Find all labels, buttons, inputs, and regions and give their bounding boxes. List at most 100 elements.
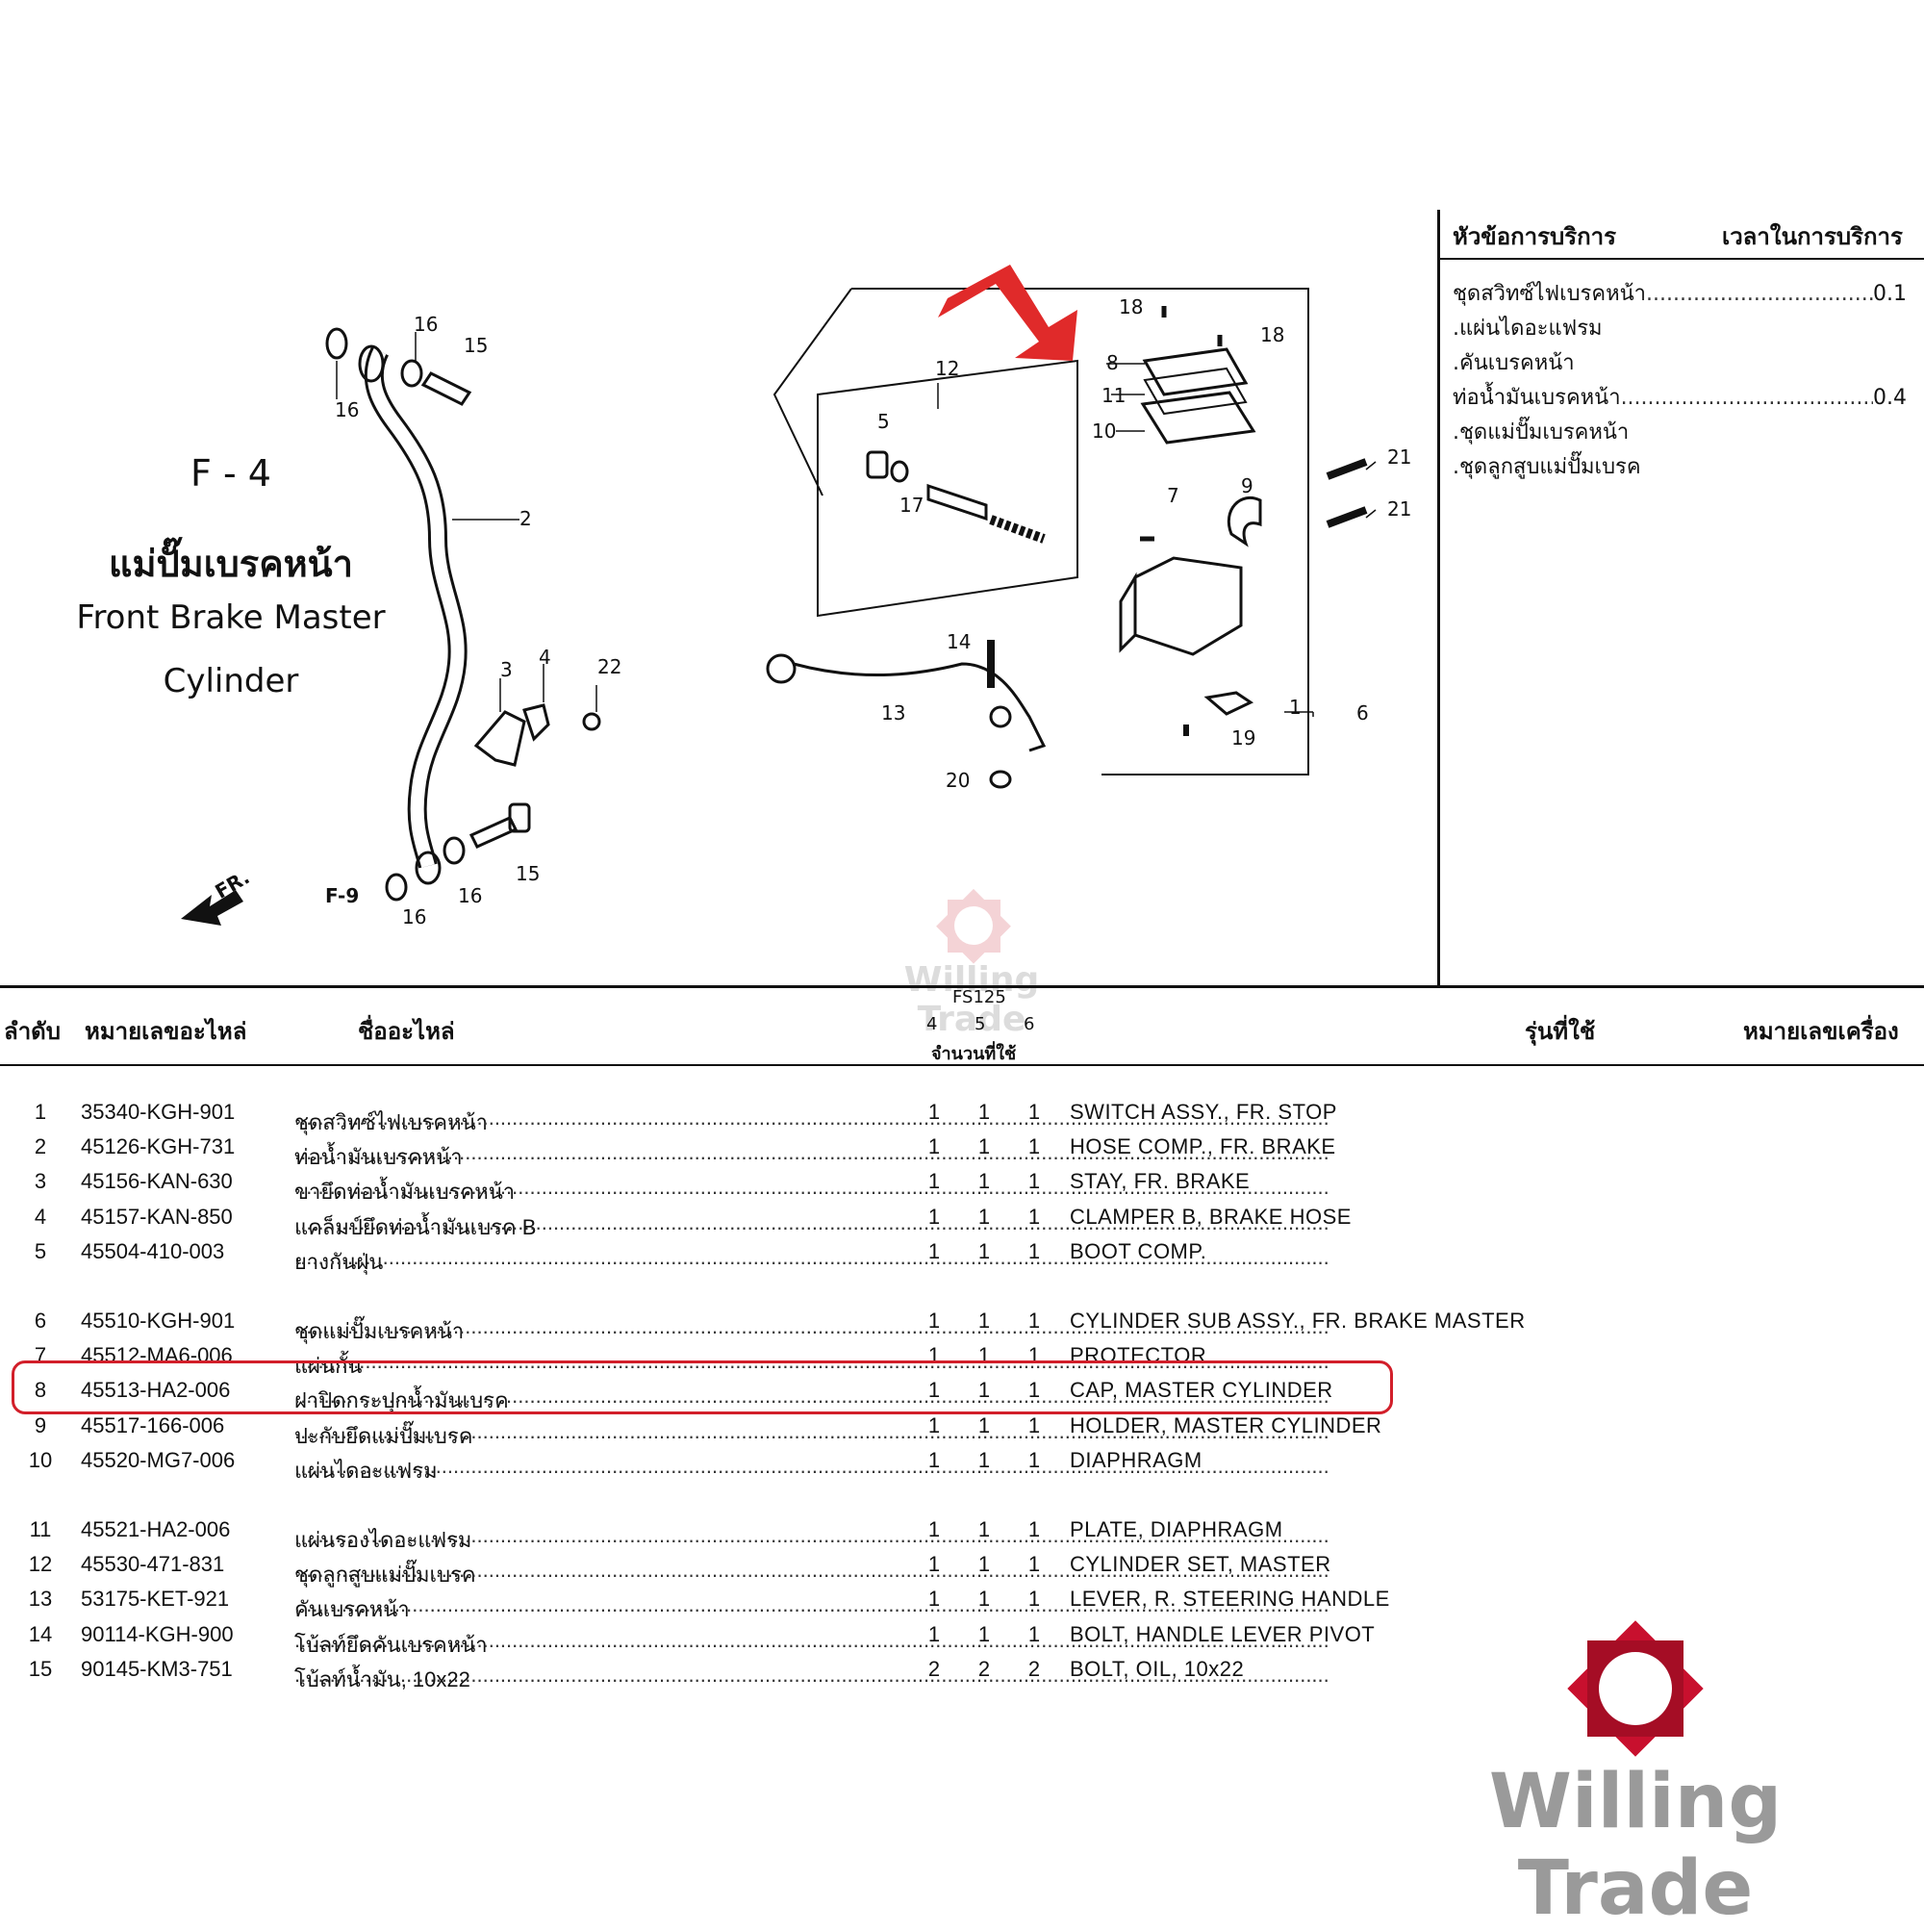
service-item: .ชุดแม่ปั๊มเบรคหน้า [1453, 416, 1907, 450]
service-item-label: .แผ่นไดอะแฟรม [1453, 317, 1603, 341]
row-number: 2 [34, 1134, 47, 1159]
leader-dots [294, 1523, 1329, 1548]
leader-dots [294, 1628, 1329, 1653]
part-number: 45512-MA6-006 [81, 1343, 233, 1368]
service-topic-header: หัวข้อการบริการ [1453, 223, 1617, 250]
callout-2: 2 [519, 507, 532, 530]
col-header-model: FS125 [952, 987, 1006, 1007]
service-item-label: ชุดสวิทซ์ไฟเบรคหน้า [1453, 282, 1646, 306]
service-item: ชุดสวิทซ์ไฟเบรคหน้า 0.1 [1453, 277, 1907, 312]
callout-9: 9 [1241, 474, 1253, 497]
table-header-rule [0, 1064, 1924, 1066]
callout-17: 17 [899, 494, 924, 517]
service-item-label: .คันเบรคหน้า [1453, 351, 1575, 375]
table-top-rule [0, 985, 1924, 988]
row-number: 4 [34, 1204, 47, 1229]
row-number: 13 [28, 1587, 53, 1612]
part-number: 90114-KGH-900 [81, 1621, 234, 1646]
row-number: 9 [34, 1412, 47, 1437]
front-direction-arrow-icon [181, 890, 243, 926]
callout-10: 10 [1092, 419, 1116, 443]
highlighted-row-outline [12, 1360, 1393, 1414]
part-number: 35340-KGH-901 [81, 1100, 236, 1124]
callout-12: 12 [935, 357, 959, 380]
service-item: .ชุดลูกสูบแม่ปั๊มเบรค [1453, 450, 1907, 485]
service-item: .คันเบรคหน้า [1453, 346, 1907, 381]
leader-dots [294, 1210, 1329, 1235]
part-number: 53175-KET-921 [81, 1587, 230, 1612]
service-item: ท่อน้ำมันเบรคหน้า 0.4 [1453, 381, 1907, 416]
logo-text: Willing Trade [1488, 1759, 1783, 1932]
col-header-engine-no: หมายเลขเครื่อง [1743, 1018, 1899, 1045]
row-number: 15 [28, 1656, 53, 1681]
callout-15: 15 [464, 334, 488, 357]
callout-11: 11 [1101, 384, 1126, 407]
leader-dots [294, 1419, 1329, 1444]
row-number: 6 [34, 1309, 47, 1333]
title-english-line1: Front Brake Master [76, 598, 386, 637]
part-number: 45521-HA2-006 [81, 1517, 231, 1541]
col-header-qty: จำนวนที่ใช้ [931, 1044, 1017, 1064]
col-header-used-in: รุ่นที่ใช้ [1525, 1018, 1596, 1045]
leader-dots [294, 1314, 1329, 1339]
callout-18: 18 [1119, 295, 1143, 318]
svg-text:FR.: FR. [211, 865, 253, 902]
leader-dots [1646, 277, 1873, 312]
diagram-code: F - 4 [190, 452, 271, 495]
leader-dots [294, 1663, 1329, 1688]
leader-dots [294, 1454, 1329, 1479]
part-number: 45504-410-003 [81, 1238, 225, 1263]
row-number: 3 [34, 1169, 47, 1194]
callout-16: 16 [402, 905, 426, 928]
part-number: 45510-KGH-901 [81, 1309, 236, 1333]
service-item-label: .ชุดแม่ปั๊มเบรคหน้า [1453, 420, 1630, 445]
row-number: 5 [34, 1238, 47, 1263]
leader-dots [294, 1140, 1329, 1165]
col-header-part-name: ชื่ออะไหล่ [358, 1018, 455, 1045]
leader-dots [294, 1558, 1329, 1583]
service-panel [1437, 210, 1924, 985]
callout-16: 16 [458, 884, 482, 907]
callout-6: 6 [1356, 701, 1369, 724]
callout-16: 16 [414, 313, 438, 336]
service-item-time: 0.1 [1873, 282, 1907, 306]
row-number: 14 [28, 1621, 53, 1646]
callout-7: 7 [1167, 484, 1179, 507]
col-header-no: ลำดับ [4, 1018, 62, 1045]
part-number: 45157-KAN-850 [81, 1204, 233, 1229]
title-english-line2: Cylinder [163, 662, 299, 700]
service-header-divider [1437, 258, 1924, 260]
callout-3: 3 [500, 658, 513, 681]
part-number: 45513-HA2-006 [81, 1378, 231, 1403]
callout-16: 16 [335, 398, 359, 421]
part-number: 45530-471-831 [81, 1552, 225, 1577]
callout-1: 1 [1289, 696, 1302, 719]
leader-dots [294, 1106, 1329, 1131]
service-item-time: 0.4 [1873, 386, 1907, 410]
callout-5: 5 [877, 410, 890, 433]
watermark-text: Willing Trade [903, 960, 1040, 1039]
exploded-diagram: FR. F-9 12345678910111213141516171819202… [181, 265, 1411, 964]
part-number: 45156-KAN-630 [81, 1169, 233, 1194]
title-thai: แม่ปั๊มเบรคหน้า [108, 543, 353, 585]
svg-text:F-9: F-9 [325, 884, 359, 907]
row-number: 1 [34, 1100, 47, 1124]
red-arrow-icon [938, 265, 1077, 361]
callout-14: 14 [947, 630, 971, 653]
leader-dots [294, 1175, 1329, 1200]
willing-trade-logo-icon [1567, 1620, 1704, 1757]
callout-8: 8 [1106, 351, 1119, 374]
callout-21: 21 [1387, 497, 1411, 521]
leader-dots [1621, 381, 1873, 416]
row-number: 8 [34, 1378, 47, 1403]
part-number: 90145-KM3-751 [81, 1656, 233, 1681]
service-item-label: ท่อน้ำมันเบรคหน้า [1453, 386, 1621, 410]
